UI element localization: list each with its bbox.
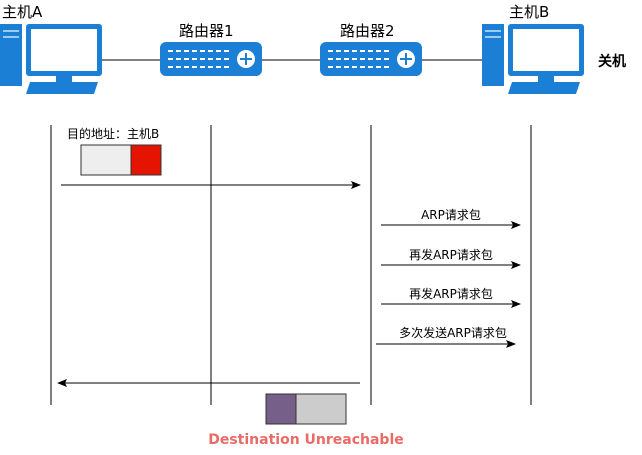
error-payload-block: [295, 393, 347, 425]
arp-request-label: ARP请求包: [421, 208, 481, 222]
host-b-status-label: 关机: [598, 53, 626, 70]
packet-dest-label: 目的地址：主机B: [67, 126, 159, 141]
arp-resend-1-label: 再发ARP请求包: [409, 247, 493, 262]
arp-multi-label: 多次发送ARP请求包: [399, 325, 507, 340]
packet-payload-block: [80, 144, 132, 176]
host-b-computer-icon: [482, 24, 584, 94]
router-1-icon: [160, 42, 262, 76]
destination-unreachable-text: Destination Unreachable: [208, 432, 404, 448]
host-b-label: 主机B: [509, 3, 549, 21]
router-2-label: 路由器2: [340, 22, 395, 40]
router-1-label: 路由器1: [179, 22, 234, 40]
error-header-block: [265, 393, 297, 425]
host-a-label: 主机A: [2, 3, 43, 21]
host-a-computer-icon: [0, 24, 102, 94]
packet-dest-header-block: [130, 144, 162, 176]
arp-resend-2-label: 再发ARP请求包: [409, 286, 493, 301]
router-2-icon: [320, 42, 422, 76]
